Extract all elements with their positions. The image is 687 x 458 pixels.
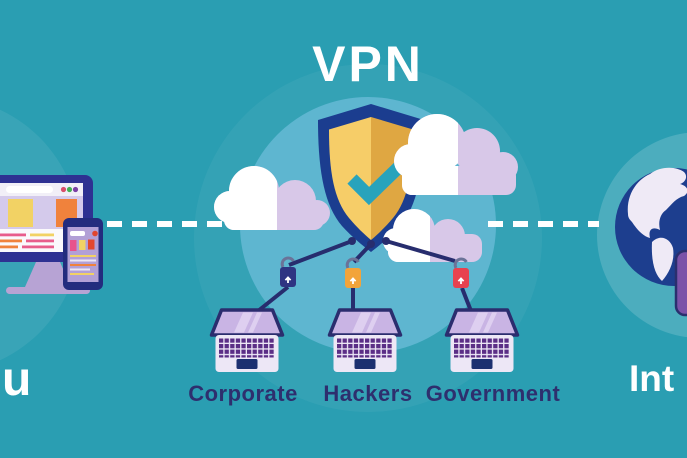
government-label: Government	[426, 381, 561, 406]
hackers-label: Hackers	[323, 381, 412, 406]
padlock-icon-hackers	[345, 257, 361, 288]
connection-lines	[256, 239, 473, 313]
laptop-icon-hackers	[327, 308, 403, 374]
browser-search-bar	[6, 186, 53, 193]
shield-check-icon	[318, 104, 424, 252]
you-label-fragment: u	[2, 353, 31, 406]
checkmark-icon	[347, 160, 406, 206]
padlock-icon-government	[453, 257, 469, 288]
padlock-icon-corporate	[280, 256, 296, 287]
shield-connector-knobs	[348, 237, 390, 248]
purple-device-fragment	[674, 249, 687, 317]
internet-label-fragment: Int	[629, 358, 674, 399]
smartphone-icon	[63, 218, 103, 290]
laptop-icon-government	[444, 308, 520, 374]
corporate-label: Corporate	[188, 381, 298, 406]
laptop-icon-corporate	[209, 308, 285, 374]
vpn-title: VPN	[312, 36, 424, 92]
monitor-icon	[0, 175, 93, 262]
globe-icon	[615, 167, 687, 286]
browser-text-lines	[0, 233, 54, 249]
